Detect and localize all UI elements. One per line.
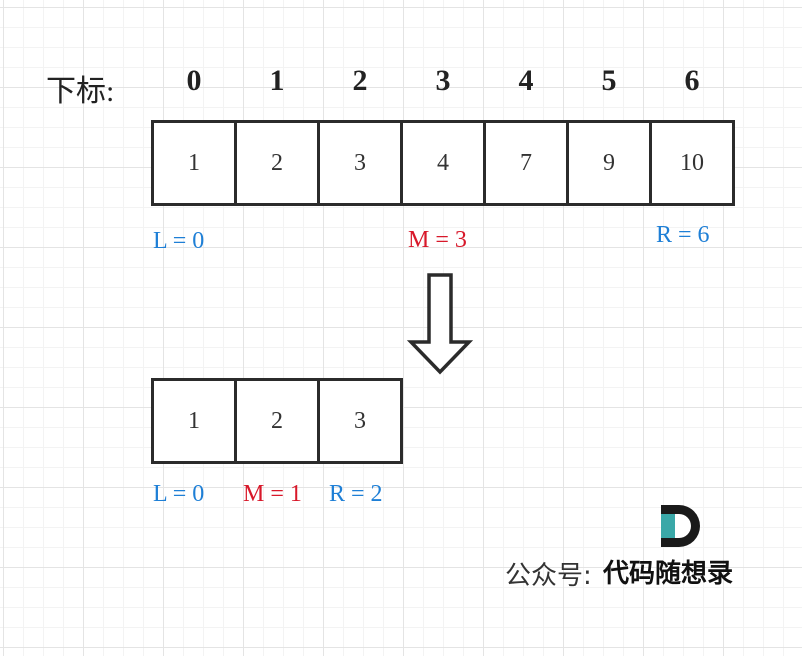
array-cell: 7 [483, 123, 566, 203]
array-cell: 9 [566, 123, 649, 203]
bottom-right-pointer: R = 2 [329, 481, 383, 507]
index-3: 3 [435, 64, 451, 97]
footer-name: 代码随想录 [603, 559, 734, 589]
top-mid-pointer: M = 3 [408, 227, 467, 253]
array-cell: 4 [400, 123, 483, 203]
bottom-mid-pointer: M = 1 [243, 481, 302, 507]
footer-label: 公众号: [505, 561, 592, 591]
index-0: 0 [186, 64, 202, 97]
array-cell: 1 [188, 149, 200, 176]
array-cell: 1 [188, 407, 200, 434]
down-arrow-icon [406, 273, 474, 375]
index-5: 5 [601, 64, 617, 97]
top-left-pointer: L = 0 [153, 228, 205, 254]
top-right-pointer: R = 6 [656, 222, 710, 248]
array-cell: 10 [649, 123, 732, 203]
bottom-left-pointer: L = 0 [153, 481, 205, 507]
array-cell: 3 [317, 123, 400, 203]
index-2: 2 [352, 64, 368, 97]
array-cell: 2 [234, 381, 317, 461]
index-1: 1 [269, 64, 285, 97]
array-cell: 2 [234, 123, 317, 203]
index-4: 4 [518, 64, 534, 97]
index-label: 下标: [46, 75, 115, 108]
index-6: 6 [684, 64, 700, 97]
d-logo-icon [661, 505, 700, 547]
array-cell: 3 [317, 381, 400, 461]
